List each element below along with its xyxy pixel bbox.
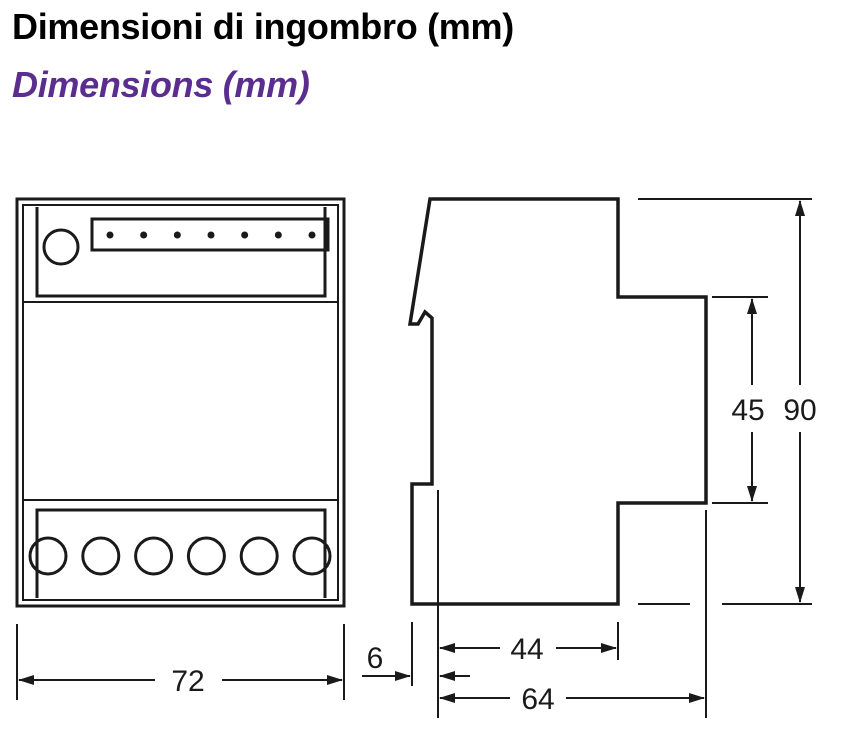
dim-total-depth-label: 64 — [521, 683, 554, 716]
bottom-terminal-screw-icon — [28, 536, 68, 576]
dim-depth-label: 44 — [510, 633, 543, 666]
dimension-lines — [16, 198, 812, 718]
top-terminal-dot — [241, 231, 249, 239]
top-terminal-dot — [308, 231, 316, 239]
side-profile-outline — [407, 197, 708, 606]
bottom-terminal-screw-icon — [134, 536, 174, 576]
bottom-terminal-screw-icon — [81, 536, 121, 576]
dim-center-height-label: 45 — [731, 394, 764, 427]
top-terminal-strip — [90, 217, 330, 252]
bottom-terminal-screw-icon — [186, 536, 226, 576]
dim-width-label: 72 — [171, 665, 204, 698]
side-view — [407, 197, 708, 606]
front-outer-frame — [15, 197, 346, 608]
bottom-terminal-screw-icon — [239, 536, 279, 576]
dim-total-height-label: 90 — [783, 394, 816, 427]
top-terminal-dot — [140, 231, 148, 239]
top-terminals — [106, 231, 316, 239]
dim-offset-label: 6 — [367, 642, 384, 675]
front-inner-frame — [22, 204, 339, 601]
bottom-terminals — [28, 536, 332, 576]
page-subtitle: Dimensions (mm) — [12, 64, 310, 105]
page-title: Dimensioni di ingombro (mm) — [12, 6, 514, 47]
top-terminal-dot — [106, 231, 114, 239]
top-terminal-dot — [173, 231, 181, 239]
bottom-terminal-housing — [35, 508, 327, 598]
top-terminal-dot — [274, 231, 282, 239]
indicator-led-icon — [42, 228, 80, 266]
front-view — [15, 197, 346, 608]
bottom-terminal-screw-icon — [292, 536, 332, 576]
top-terminal-dot — [207, 231, 215, 239]
